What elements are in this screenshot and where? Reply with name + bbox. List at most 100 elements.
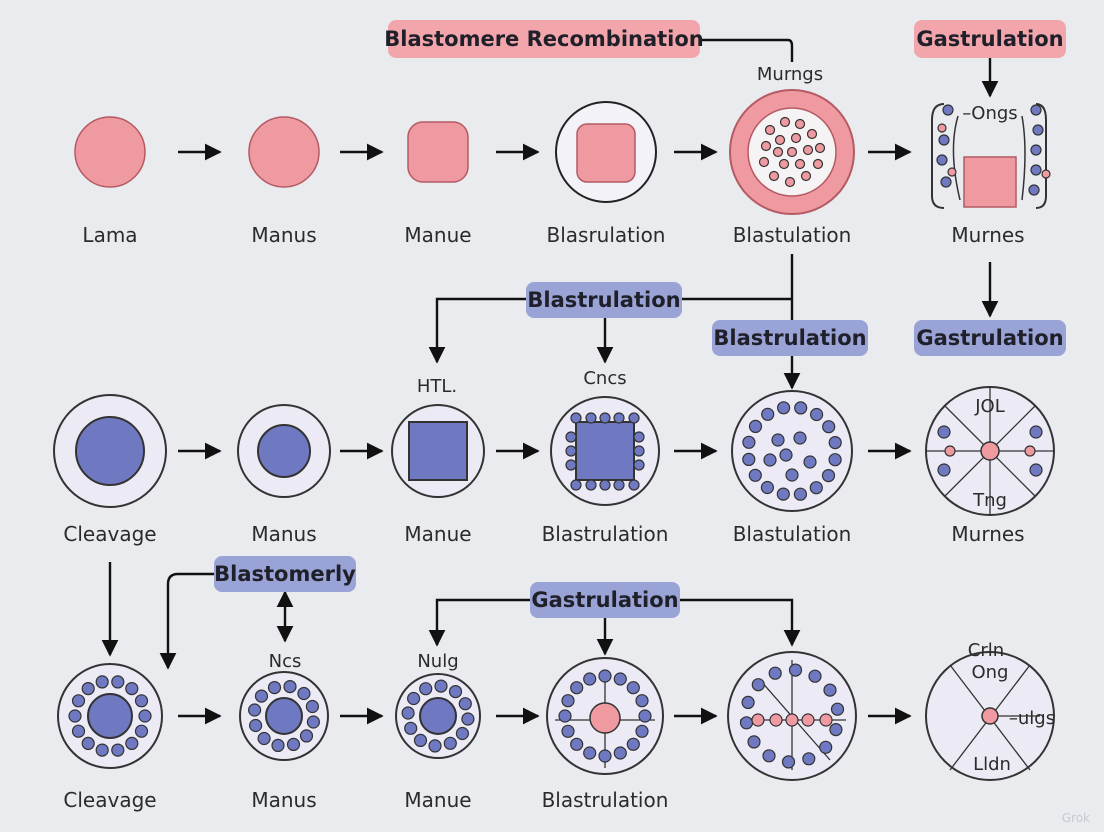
cell-dot xyxy=(937,425,951,439)
cell-dot xyxy=(297,686,311,701)
cell-dot xyxy=(95,743,109,757)
tag-gastrulation-3-text: Gastrulation xyxy=(531,588,678,612)
cell-dot xyxy=(823,683,837,697)
cell-dot xyxy=(790,132,802,144)
row1-stages xyxy=(74,89,1051,215)
cell-dot xyxy=(407,691,421,706)
stage-blastrulation2-cell xyxy=(575,421,635,481)
cell-dot xyxy=(776,487,790,501)
cell-dot xyxy=(138,709,152,723)
note-ulgs: –ulgs xyxy=(1009,708,1055,729)
blastulation-inner-cells xyxy=(758,116,826,188)
cell-dot xyxy=(758,156,770,168)
cell-dot xyxy=(768,170,780,182)
cell-dot xyxy=(585,479,597,491)
cell-dot xyxy=(598,669,612,683)
cell-dot xyxy=(638,709,652,723)
cell-dot xyxy=(458,697,472,711)
cell-dot xyxy=(95,675,109,689)
annotations: Murngs –Ongs HTL. Cncs JOL Tng Ncs Nulg … xyxy=(269,64,1055,775)
row1-label-3: Manue xyxy=(404,223,471,247)
cell-dot xyxy=(443,736,457,750)
cell-dot xyxy=(286,737,301,752)
tag-gastrulation-3 xyxy=(530,582,680,618)
cell-dot xyxy=(419,682,433,696)
stage-murnes-complex xyxy=(931,103,1051,209)
cell-dot xyxy=(635,694,649,708)
stage-manus-cell xyxy=(248,116,320,188)
cell-dot xyxy=(760,140,772,152)
cell-dot xyxy=(786,146,798,158)
cell-dot xyxy=(794,158,806,170)
row2-label-5: Blastulation xyxy=(733,522,852,546)
cell-dot xyxy=(68,709,82,723)
cell-dot xyxy=(774,134,786,146)
cell-dot xyxy=(257,731,271,746)
cell-dot xyxy=(1029,463,1043,477)
cell-dot xyxy=(1041,169,1051,179)
cell-dot xyxy=(1032,124,1044,136)
cell-dot xyxy=(776,401,791,415)
tag-gastrulation-2-text: Gastrulation xyxy=(916,326,1063,350)
cell-dot xyxy=(583,672,597,686)
row3-label-1: Cleavage xyxy=(63,788,156,812)
tag-blastrulation-2 xyxy=(712,320,868,356)
row2-labels: Cleavage Manus Manue Blastrulation Blast… xyxy=(63,522,1024,546)
cell-dot xyxy=(821,469,836,483)
note-crln: Crln xyxy=(968,640,1004,661)
row1-labels: Lama Manus Manue Blasrulation Blastulati… xyxy=(82,223,1024,247)
cell-dot xyxy=(134,694,149,708)
cell-dot xyxy=(585,412,597,424)
cell-dot xyxy=(283,679,297,694)
cell-dot xyxy=(613,479,625,491)
tag-gastrulation-1-text: Gastrulation xyxy=(916,27,1063,51)
cell-dot xyxy=(802,752,816,766)
cell-dot xyxy=(461,712,475,726)
stage-manus3-cell xyxy=(265,697,303,735)
tag-blastomerly xyxy=(214,556,356,592)
note-cncs: Cncs xyxy=(583,368,626,389)
connectors xyxy=(101,38,999,670)
note-jol: JOL xyxy=(974,396,1005,417)
cell-dot xyxy=(828,436,842,450)
cell-dot xyxy=(134,724,149,738)
note-tng: Tng xyxy=(972,490,1007,511)
cell-dot xyxy=(819,713,833,727)
stage-manue3-cell xyxy=(419,697,457,735)
cell-dot xyxy=(455,726,469,741)
stage-manue2-cell xyxy=(408,421,468,481)
cell-dot xyxy=(111,743,125,757)
cell-dot xyxy=(812,158,824,170)
row2-label-4: Blastrulation xyxy=(542,522,669,546)
cell-dot xyxy=(806,128,818,140)
cell-dot xyxy=(938,134,950,146)
cell-dot xyxy=(764,124,776,136)
row2-label-6: Murnes xyxy=(951,522,1024,546)
cell-dot xyxy=(768,666,782,680)
cell-dot xyxy=(271,738,285,753)
row3-stages xyxy=(57,651,1055,781)
cell-dot xyxy=(937,123,947,133)
cell-dot xyxy=(748,468,762,482)
cell-dot xyxy=(248,703,262,717)
cell-dot xyxy=(635,724,649,738)
cell-dot xyxy=(761,407,775,421)
row1-label-4: Blasrulation xyxy=(547,223,666,247)
cell-dot xyxy=(306,715,320,729)
cell-dot xyxy=(763,453,777,467)
cell-dot xyxy=(809,407,824,422)
note-lldn: Lldn xyxy=(973,754,1011,775)
cell-dot xyxy=(628,412,640,424)
cell-dot xyxy=(779,448,793,462)
cell-dot xyxy=(626,737,640,751)
cell-dot xyxy=(71,724,86,738)
tag-blastrulation-1 xyxy=(526,282,682,318)
cell-dot xyxy=(254,689,269,703)
cell-dot xyxy=(267,680,282,695)
cell-dot xyxy=(633,459,645,471)
cell-dot xyxy=(788,663,803,677)
row1-label-5: Blastulation xyxy=(733,223,852,247)
cell-dot xyxy=(448,684,463,699)
cell-dot xyxy=(748,419,763,433)
cell-dot xyxy=(751,713,765,727)
